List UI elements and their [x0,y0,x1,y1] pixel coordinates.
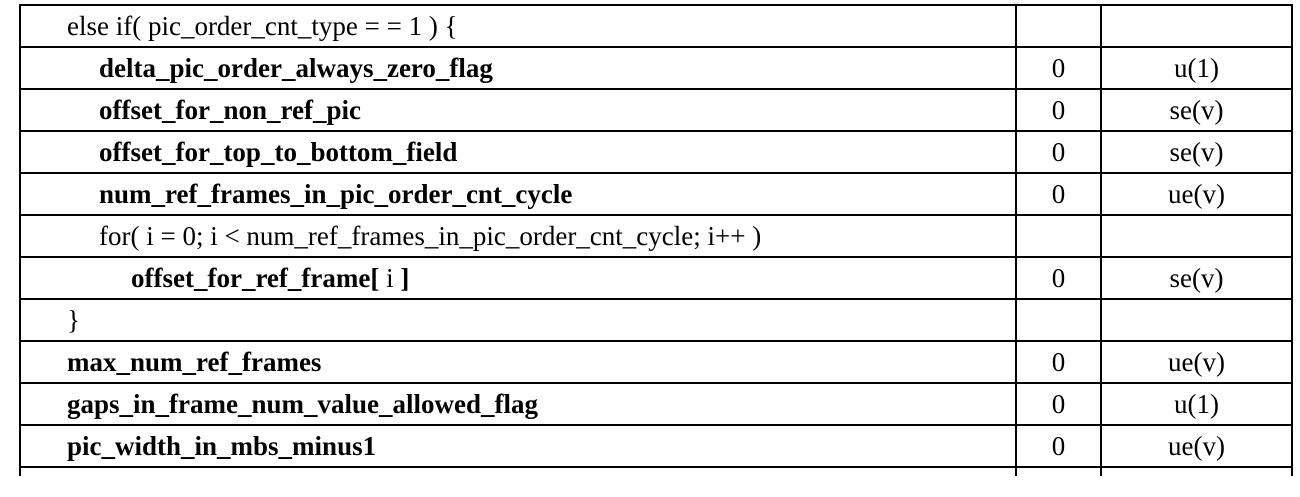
descriptor-cell-continuation [1100,466,1293,476]
syntax-index: i [379,263,401,293]
table-row: num_ref_frames_in_pic_order_cnt_cycle 0 … [19,172,1293,216]
descriptor-cell: u(1) [1100,46,1293,90]
descriptor-cell: ue(v) [1100,424,1293,468]
category-cell: 0 [1015,46,1102,90]
syntax-cell: offset_for_ref_frame[ i ] [19,256,1017,300]
descriptor-cell [1100,214,1293,258]
table-row: offset_for_non_ref_pic 0 se(v) [19,88,1293,132]
descriptor-cell: ue(v) [1100,172,1293,216]
syntax-cell: else if( pic_order_cnt_type = = 1 ) { [19,4,1017,48]
table-row: offset_for_top_to_bottom_field 0 se(v) [19,130,1293,174]
syntax-cell: max_num_ref_frames [19,340,1017,384]
category-cell: 0 [1015,340,1102,384]
category-cell [1015,4,1102,48]
syntax-cell: } [19,298,1017,342]
category-cell [1015,298,1102,342]
table-row: gaps_in_frame_num_value_allowed_flag 0 u… [19,382,1293,426]
table-row: else if( pic_order_cnt_type = = 1 ) { [19,4,1293,48]
syntax-cell: num_ref_frames_in_pic_order_cnt_cycle [19,172,1017,216]
table-row-continuation [19,466,1293,476]
table-row: max_num_ref_frames 0 ue(v) [19,340,1293,384]
table-row: delta_pic_order_always_zero_flag 0 u(1) [19,46,1293,90]
syntax-cell: delta_pic_order_always_zero_flag [19,46,1017,90]
descriptor-cell: ue(v) [1100,340,1293,384]
syntax-cell: offset_for_non_ref_pic [19,88,1017,132]
syntax-table-container: else if( pic_order_cnt_type = = 1 ) { de… [19,4,1293,476]
syntax-cell: for( i = 0; i < num_ref_frames_in_pic_or… [19,214,1017,258]
category-cell [1015,214,1102,258]
syntax-cell: offset_for_top_to_bottom_field [19,130,1017,174]
descriptor-cell: u(1) [1100,382,1293,426]
syntax-cell-continuation [19,466,1017,476]
syntax-end: ] [400,263,410,293]
table-row: } [19,298,1293,342]
category-cell-continuation [1015,466,1102,476]
category-cell: 0 [1015,130,1102,174]
syntax-table: else if( pic_order_cnt_type = = 1 ) { de… [19,4,1293,476]
descriptor-cell [1100,4,1293,48]
descriptor-cell: se(v) [1100,130,1293,174]
category-cell: 0 [1015,382,1102,426]
descriptor-cell: se(v) [1100,256,1293,300]
category-cell: 0 [1015,172,1102,216]
table-row: for( i = 0; i < num_ref_frames_in_pic_or… [19,214,1293,258]
category-cell: 0 [1015,424,1102,468]
descriptor-cell: se(v) [1100,88,1293,132]
syntax-cell: pic_width_in_mbs_minus1 [19,424,1017,468]
table-row: offset_for_ref_frame[ i ] 0 se(v) [19,256,1293,300]
category-cell: 0 [1015,88,1102,132]
table-row: pic_width_in_mbs_minus1 0 ue(v) [19,424,1293,468]
descriptor-cell [1100,298,1293,342]
category-cell: 0 [1015,256,1102,300]
syntax-name: offset_for_ref_frame[ [131,263,380,293]
syntax-cell: gaps_in_frame_num_value_allowed_flag [19,382,1017,426]
